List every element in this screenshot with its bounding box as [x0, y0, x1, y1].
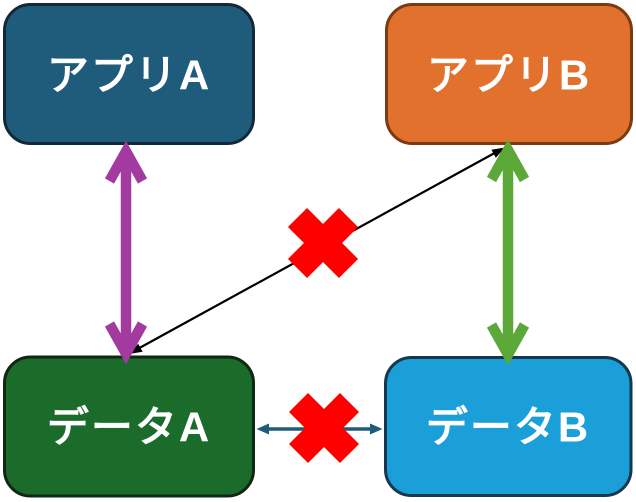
node-label-data-a: データA: [47, 404, 211, 451]
chevron-arrowhead-up-icon: [486, 139, 530, 183]
node-label-app-a: アプリA: [47, 52, 211, 99]
node-app-a: [3, 3, 255, 145]
blocked-x-diagonal-icon: [287, 207, 359, 279]
node-app-a-box: [3, 3, 255, 145]
arrowhead-to-app-b-icon: [491, 147, 505, 158]
chevron-arrowhead-down-icon: [486, 322, 530, 366]
chevron-arrowhead-down-icon: [104, 321, 148, 365]
node-label-app-b: アプリB: [427, 52, 591, 99]
blocked-x-horizontal-icon: [288, 392, 360, 464]
arrowhead-right-icon: [370, 423, 383, 435]
chevron-arrowhead-up-icon: [104, 140, 148, 184]
connector-app-a-data-a: [104, 140, 148, 365]
arrowhead-left-icon: [256, 423, 269, 435]
node-label-data-b: データB: [426, 404, 590, 451]
connector-app-b-data-b: [486, 139, 530, 366]
